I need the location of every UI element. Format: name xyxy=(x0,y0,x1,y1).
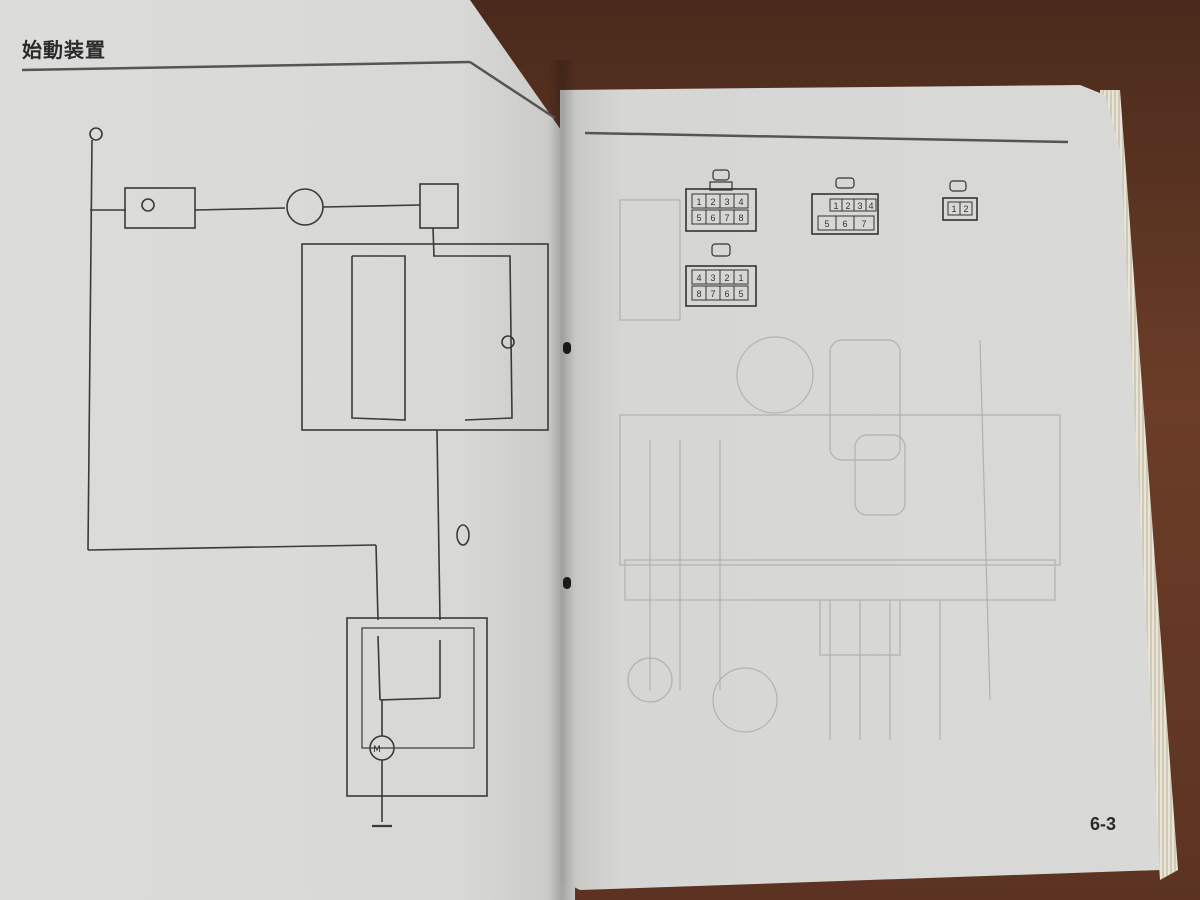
svg-text:1: 1 xyxy=(738,273,743,283)
page-number: 6-3 xyxy=(1090,814,1117,834)
motor-label: M xyxy=(373,745,381,755)
svg-text:1: 1 xyxy=(696,197,701,207)
svg-text:6: 6 xyxy=(842,219,847,229)
svg-text:2: 2 xyxy=(724,273,729,283)
binding-hole xyxy=(563,577,571,589)
binding-hole xyxy=(563,342,571,354)
connector-8pin-b: 4 3 2 1 8 7 6 5 xyxy=(685,243,757,307)
svg-text:4: 4 xyxy=(696,273,701,283)
svg-text:3: 3 xyxy=(724,197,729,207)
svg-text:3: 3 xyxy=(857,201,862,211)
connector-7pin: 1 2 3 4 5 6 7 xyxy=(811,177,879,235)
svg-text:2: 2 xyxy=(963,204,968,214)
svg-text:2: 2 xyxy=(845,201,850,211)
svg-text:1: 1 xyxy=(951,204,956,214)
connector-2pin: 1 2 xyxy=(942,180,978,221)
svg-text:8: 8 xyxy=(738,213,743,223)
book-gutter xyxy=(548,60,576,900)
svg-text:1: 1 xyxy=(833,201,838,211)
svg-text:4: 4 xyxy=(868,201,873,211)
connector-8pin-a: 1 2 3 4 5 6 7 8 xyxy=(685,169,757,232)
svg-text:6: 6 xyxy=(710,213,715,223)
left-page xyxy=(0,0,575,900)
svg-text:8: 8 xyxy=(696,289,701,299)
svg-text:7: 7 xyxy=(710,289,715,299)
svg-text:2: 2 xyxy=(710,197,715,207)
svg-text:3: 3 xyxy=(710,273,715,283)
svg-text:7: 7 xyxy=(861,219,866,229)
svg-text:4: 4 xyxy=(738,197,743,207)
svg-text:5: 5 xyxy=(696,213,701,223)
svg-text:7: 7 xyxy=(724,213,729,223)
page-title: 始動装置 xyxy=(22,38,106,62)
svg-text:5: 5 xyxy=(738,289,743,299)
svg-text:6: 6 xyxy=(724,289,729,299)
svg-text:5: 5 xyxy=(824,219,829,229)
